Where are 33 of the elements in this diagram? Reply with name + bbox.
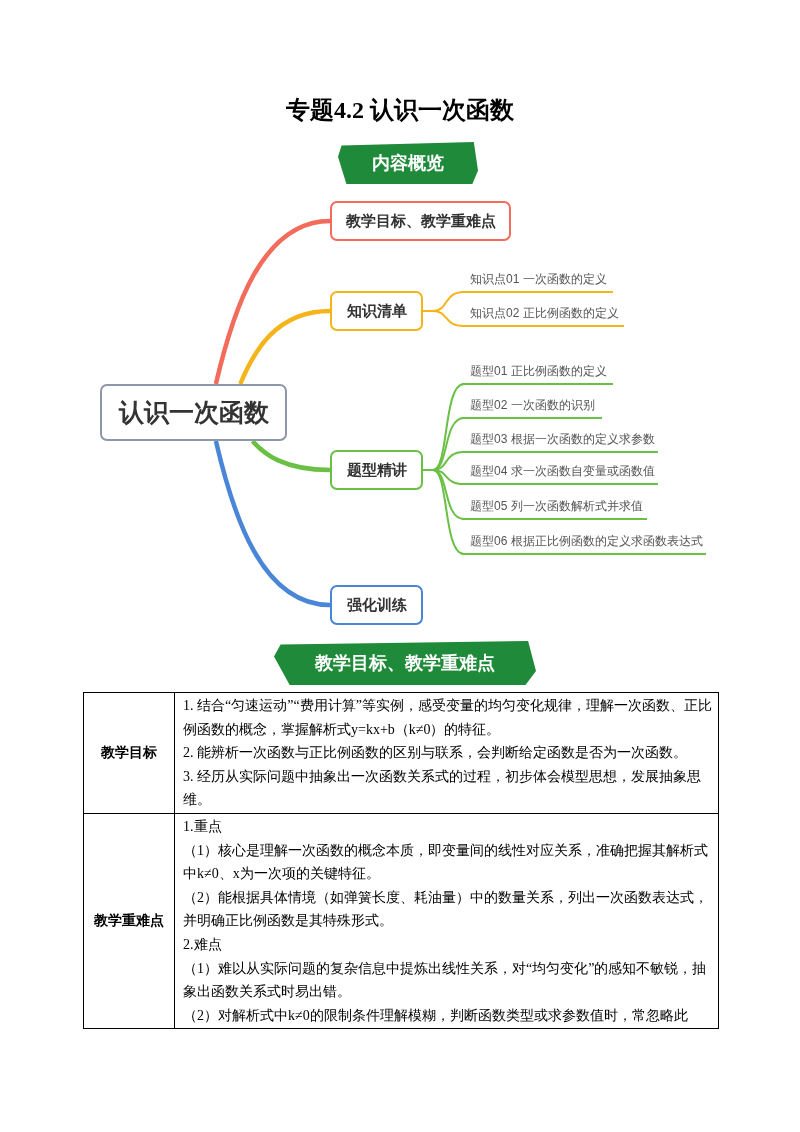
leaf-label: 题型03 根据一次函数的定义求参数 bbox=[462, 431, 658, 453]
row-header-cell: 教学目标 bbox=[83, 692, 175, 814]
paragraph: （2）对解析式中k≠0的限制条件理解模糊，判断函数类型或求参数值时，常忽略此 bbox=[183, 1006, 689, 1025]
branch-line bbox=[422, 469, 465, 555]
leaf-label: 题型04 求一次函数自变量或函数值 bbox=[462, 463, 658, 485]
branch-line bbox=[213, 218, 331, 385]
paragraph: 2.难点 bbox=[183, 935, 223, 954]
section-banner: 教学目标、教学重难点 bbox=[274, 641, 536, 685]
branch-line bbox=[250, 439, 331, 473]
section-banner: 内容概览 bbox=[338, 142, 478, 184]
subtopic-box: 强化训练 bbox=[330, 585, 423, 625]
paragraph: （1）核心是理解一次函数的概念本质，即变量间的线性对应关系，准确把握其解析式中k≠0、x为一次项的关键特征。 bbox=[183, 841, 709, 884]
paragraph: （2）能根据具体情境（如弹簧长度、耗油量）中的数量关系，列出一次函数表达式，并明确正比例函数是其特殊形式。 bbox=[183, 888, 709, 931]
leaf-label: 知识点02 正比例函数的定义 bbox=[462, 305, 624, 327]
branch-line bbox=[213, 440, 331, 608]
subtopic-box: 知识清单 bbox=[330, 291, 423, 331]
paragraph: 3. 经历从实际问题中抽象出一次函数关系式的过程，初步体会模型思想，发展抽象思维。 bbox=[183, 767, 702, 810]
branch-line bbox=[422, 310, 465, 327]
leaf-label: 题型02 一次函数的识别 bbox=[462, 397, 602, 419]
leaf-label: 知识点01 一次函数的定义 bbox=[462, 271, 613, 293]
paragraph: 1. 结合“匀速运动”“费用计算”等实例，感受变量的均匀变化规律，理解一次函数、正比例函数的概念，掌握解析式y=kx+b（k≠0）的特征。 bbox=[183, 697, 712, 739]
page-title: 专题4.2 认识一次函数 bbox=[286, 96, 514, 125]
subtopic-box: 题型精讲 bbox=[330, 450, 423, 490]
topic-box: 认识一次函数 bbox=[100, 384, 287, 441]
paragraph: （1）难以从实际问题的复杂信息中提炼出线性关系，对“均匀变化”的感知不敏锐，抽象出函数关系式时易出错。 bbox=[183, 959, 708, 1002]
subtopic-box: 教学目标、教学重难点 bbox=[330, 201, 511, 241]
paragraph: 1.重点 bbox=[183, 817, 223, 836]
paragraph: 2. 能辨析一次函数与正比例函数的区别与联系，会判断给定函数是否为一次函数。 bbox=[183, 744, 688, 763]
leaf-label: 题型06 根据正比例函数的定义求函数表达式 bbox=[462, 533, 706, 555]
leaf-label: 题型01 正比例函数的定义 bbox=[462, 363, 613, 385]
row-header-cell: 教学重难点 bbox=[83, 813, 175, 1029]
branch-line bbox=[238, 308, 331, 385]
leaf-label: 题型05 列一次函数解析式并求值 bbox=[462, 498, 647, 520]
